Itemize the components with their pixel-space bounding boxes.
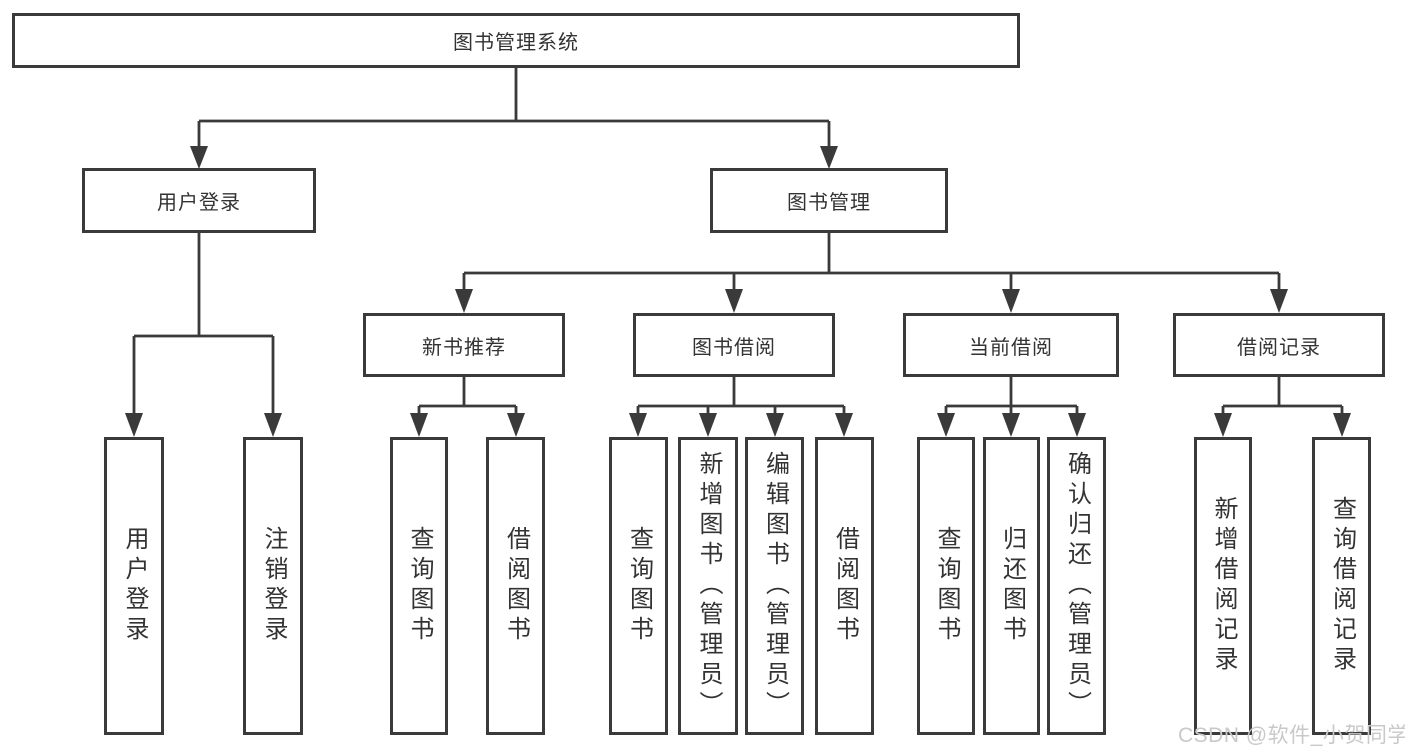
leaf-query-borrow-record: 查询借阅记录 — [1312, 437, 1371, 735]
node-book-management: 图书管理 — [710, 168, 948, 233]
leaf-logout: 注销登录 — [243, 437, 303, 735]
leaf-query-books-current: 查询图书 — [917, 437, 975, 735]
leaf-return-book: 归还图书 — [983, 437, 1040, 735]
leaf-borrow-books-recommend: 借阅图书 — [486, 437, 545, 735]
leaf-borrow-books: 借阅图书 — [815, 437, 874, 735]
node-user-login: 用户登录 — [82, 168, 316, 233]
node-borrow-records: 借阅记录 — [1173, 313, 1385, 377]
leaf-edit-book-admin: 编辑图书（管理员） — [745, 437, 804, 735]
leaf-add-borrow-record: 新增借阅记录 — [1194, 437, 1252, 735]
node-book-borrow: 图书借阅 — [633, 313, 835, 377]
csdn-watermark: CSDN @软件_小贺同学 — [1178, 724, 1405, 747]
node-new-book-recommend: 新书推荐 — [363, 313, 565, 377]
leaf-query-books-recommend: 查询图书 — [390, 437, 448, 735]
leaf-add-book-admin: 新增图书（管理员） — [678, 437, 738, 735]
node-current-borrow: 当前借阅 — [903, 313, 1119, 377]
leaf-confirm-return-admin: 确认归还（管理员） — [1047, 437, 1106, 735]
leaf-user-login: 用户登录 — [104, 437, 164, 735]
leaf-query-books-borrow: 查询图书 — [609, 437, 668, 735]
node-root: 图书管理系统 — [12, 13, 1020, 68]
